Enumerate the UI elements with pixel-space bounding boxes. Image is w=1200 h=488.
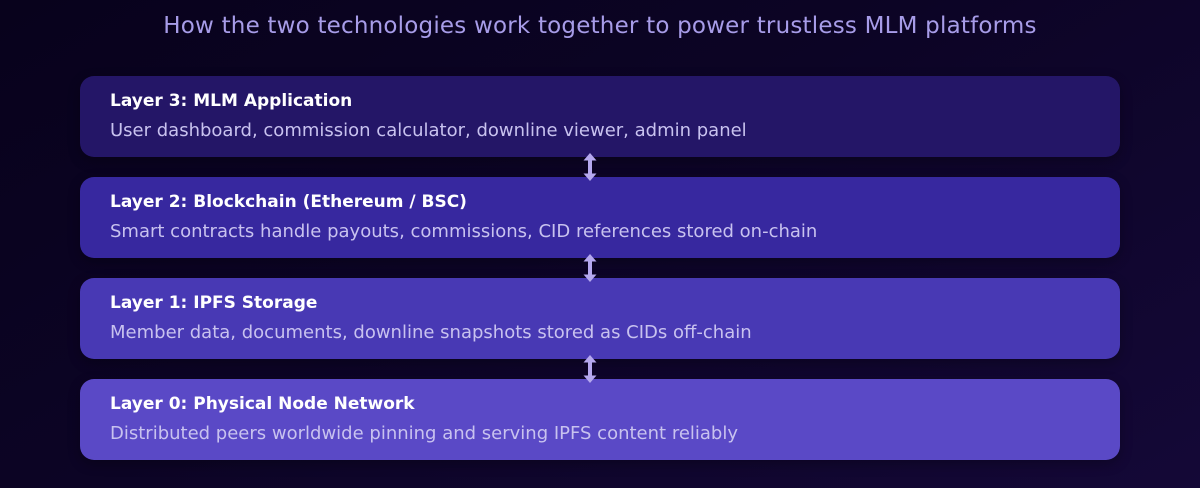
layer-1-title: Layer 1: IPFS Storage [110,292,318,313]
layer-0-description: Distributed peers worldwide pinning and … [110,422,739,444]
layer-3-description: User dashboard, commission calculator, d… [110,119,747,141]
double-arrow-icon [583,254,597,282]
connector-row-2 [80,254,1120,282]
connector-row-3 [80,355,1120,383]
layer-stack: Layer 3: MLM Application User dashboard,… [80,76,1120,460]
page-title: How the two technologies work together t… [163,13,1037,39]
layer-2-title: Layer 2: Blockchain (Ethereum / BSC) [110,191,467,212]
layer-box-3: Layer 3: MLM Application User dashboard,… [80,76,1120,157]
layer-0-title: Layer 0: Physical Node Network [110,393,415,414]
layer-box-2: Layer 2: Blockchain (Ethereum / BSC) Sma… [80,177,1120,258]
layer-2-description: Smart contracts handle payouts, commissi… [110,220,818,242]
layer-box-1: Layer 1: IPFS Storage Member data, docum… [80,278,1120,359]
layer-1-description: Member data, documents, downline snapsho… [110,321,752,343]
double-arrow-icon [583,153,597,181]
connector-row-1 [80,153,1120,181]
layer-3-title: Layer 3: MLM Application [110,90,353,111]
layer-box-0: Layer 0: Physical Node Network Distribut… [80,379,1120,460]
double-arrow-icon [583,355,597,383]
